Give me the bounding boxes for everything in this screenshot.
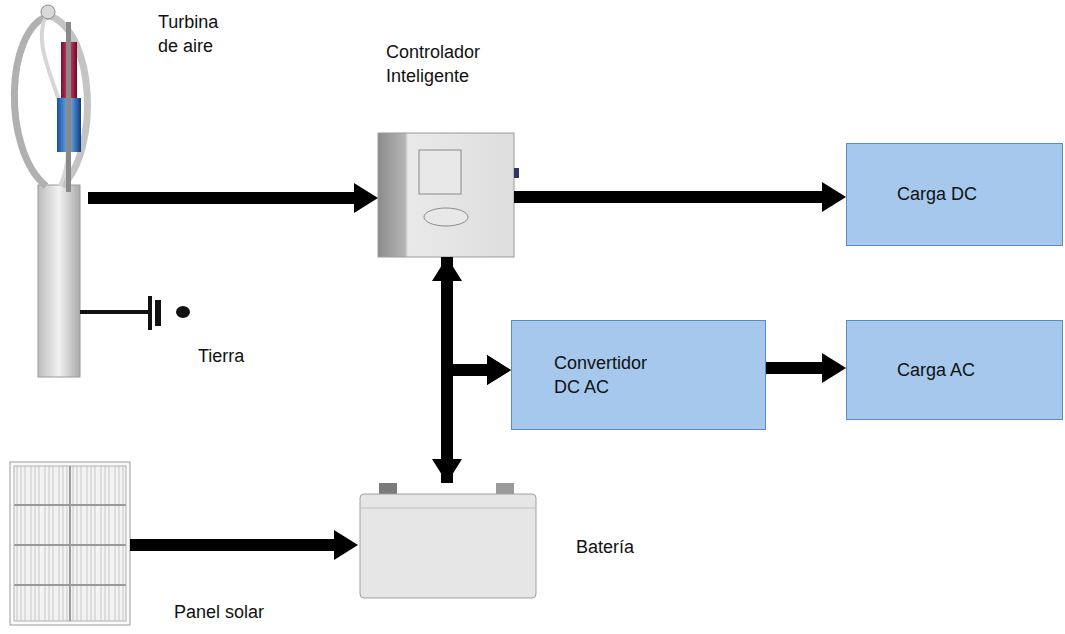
box-label: Carga DC bbox=[897, 182, 977, 206]
wind-turbine bbox=[14, 5, 87, 377]
label-anchor: Panel solar bbox=[174, 600, 284, 624]
flow-arrow bbox=[130, 539, 334, 551]
ground-symbol bbox=[80, 296, 190, 330]
flow-arrow bbox=[514, 191, 822, 203]
flow-arrow bbox=[447, 257, 487, 370]
label-anchor: Turbina de aire bbox=[158, 10, 242, 59]
label-anchor: Batería bbox=[576, 535, 666, 559]
process-box: Carga DC bbox=[846, 143, 1063, 246]
label-anchor: Controlador Inteligente bbox=[386, 40, 504, 89]
process-box: Convertidor DC AC bbox=[511, 320, 766, 430]
flow-arrow bbox=[766, 362, 822, 374]
controller-node: Controlador Inteligente bbox=[378, 133, 514, 257]
solar-panel bbox=[10, 462, 130, 625]
flow-arrow bbox=[447, 370, 487, 483]
box-label: Carga AC bbox=[897, 358, 975, 382]
flow-arrow bbox=[88, 192, 354, 204]
part-label: Batería bbox=[576, 535, 666, 559]
box-label: Convertidor DC AC bbox=[554, 351, 666, 400]
process-box: Carga AC bbox=[846, 320, 1063, 420]
battery bbox=[360, 483, 536, 598]
part-label: Panel solar bbox=[174, 600, 284, 624]
label-anchor: Tierra bbox=[198, 344, 244, 368]
battery-node: Batería bbox=[358, 483, 536, 599]
ground-label: Tierra bbox=[198, 344, 244, 368]
part-label: Controlador Inteligente bbox=[386, 40, 504, 89]
smart-controller bbox=[378, 133, 519, 257]
part-label: Turbina de aire bbox=[158, 10, 242, 59]
solar-panel-node: Panel solar bbox=[10, 462, 130, 625]
wind-turbine-node: Turbina de aire bbox=[8, 2, 88, 378]
